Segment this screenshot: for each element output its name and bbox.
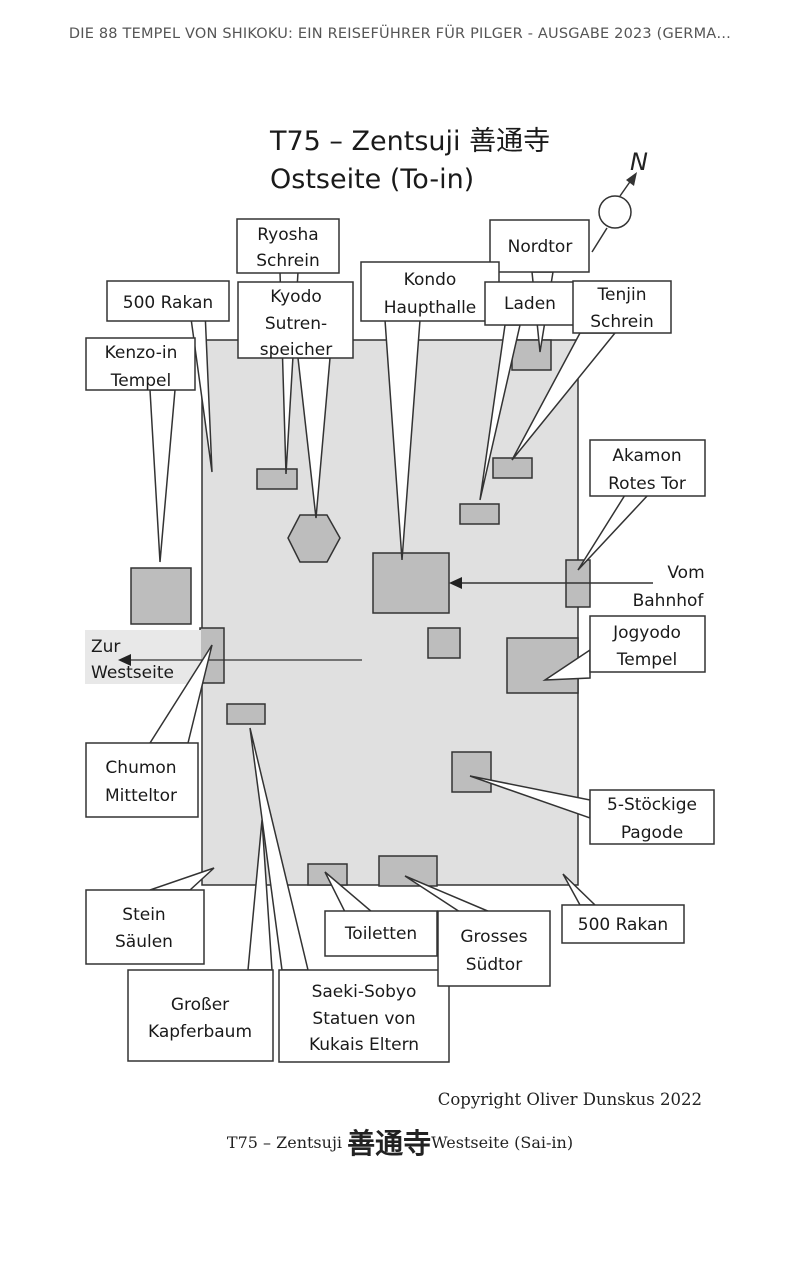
label-rakan-top: 500 Rakan [123, 293, 213, 313]
label-chumon-2: Mitteltor [105, 786, 177, 806]
label-kenzo-2: Tempel [110, 371, 172, 391]
callout-box-rakan-top [106, 280, 230, 322]
north-label: N [630, 148, 648, 176]
label-zur: Zur [91, 637, 120, 657]
label-kyodo-2: Sutren- [265, 314, 327, 334]
building-kondo [372, 552, 450, 614]
building-small-center [427, 627, 461, 659]
label-grosses-2: Südtor [466, 955, 522, 975]
callout-box-jogyodo [589, 615, 706, 673]
label-saeki-3: Kukais Eltern [309, 1035, 419, 1055]
map-title: T75 – Zentsuji 善通寺 [269, 126, 550, 157]
label-akamon-1: Akamon [612, 446, 681, 466]
callout-box-chumon [85, 742, 199, 818]
building-kenzo [130, 567, 192, 625]
label-saeki-1: Saeki-Sobyo [312, 982, 417, 1002]
label-kampfer-1: Großer [171, 995, 229, 1015]
callout-tail-rakan-bottom [562, 873, 597, 906]
label-stein-2: Säulen [115, 932, 173, 952]
label-saeki-2: Statuen von [312, 1009, 415, 1029]
caption-kanji: 善通寺 [347, 1127, 432, 1160]
next-section-caption: T75 – Zentsuji 善通寺Westseite (Sai-in) [0, 1122, 800, 1162]
label-nordtor: Nordtor [508, 237, 573, 257]
label-pagode-2: Pagode [621, 823, 683, 843]
label-akamon-2: Rotes Tor [608, 474, 686, 494]
label-ryosha-1: Ryosha [257, 225, 318, 245]
label-toiletten: Toiletten [344, 924, 417, 944]
building-pagode [451, 751, 492, 793]
label-grosses-1: Grosses [460, 927, 527, 947]
callout-tail-kenzo [149, 389, 176, 563]
map-subtitle: Ostseite (To-in) [270, 164, 474, 195]
callout-box-toiletten [324, 910, 438, 957]
callout-box-nordtor [489, 219, 590, 273]
label-jogyodo-1: Jogyodo [612, 623, 681, 643]
label-vom: Vom [667, 563, 704, 583]
book-header: DIE 88 TEMPEL VON SHIKOKU: EIN REISEFÜHR… [68, 26, 732, 42]
label-laden: Laden [504, 294, 556, 314]
label-jogyodo-2: Tempel [616, 650, 678, 670]
callout-box-kyodo [237, 281, 354, 359]
callout-box-kampfer [127, 969, 274, 1062]
temple-map: T75 – Zentsuji 善通寺 Ostseite (To-in) N [85, 126, 715, 1063]
label-rakan-bottom: 500 Rakan [578, 915, 668, 935]
caption-suffix: Westseite (Sai-in) [431, 1133, 574, 1152]
building-kyodo [287, 514, 341, 563]
label-bahnhof: Bahnhof [633, 591, 705, 611]
north-compass-icon: N [591, 148, 648, 253]
label-tenjin-1: Tenjin [597, 285, 647, 305]
callout-box-grosses [437, 910, 551, 987]
label-tenjin-2: Schrein [590, 312, 653, 332]
callout-box-kenzo [85, 337, 196, 391]
building-small-left [226, 703, 266, 725]
callout-box-tenjin [572, 280, 672, 334]
callout-tail-rakan-top [189, 310, 213, 473]
label-kondo-1: Kondo [404, 270, 457, 290]
callout-box-ryosha [236, 218, 340, 274]
label-ryosha-2: Schrein [256, 251, 319, 271]
callout-box-saeki [278, 969, 450, 1063]
building-suedtor [378, 855, 438, 887]
callout-box-akamon [589, 439, 706, 497]
building-ryosha [256, 468, 298, 490]
caption-prefix: T75 – Zentsuji [226, 1133, 348, 1152]
label-kenzo-1: Kenzo-in [105, 343, 178, 363]
callout-box-rakan-bottom [561, 904, 685, 944]
building-tenjin [492, 457, 533, 479]
label-chumon-1: Chumon [105, 758, 176, 778]
zur-westseite-bg [85, 630, 201, 684]
label-kampfer-2: Kapferbaum [148, 1022, 252, 1042]
label-pagode-1: 5-Stöckige [607, 795, 697, 815]
building-nordtor [511, 339, 552, 371]
callout-box-stein [85, 889, 205, 965]
arrow-zur-westseite [118, 654, 362, 666]
label-westseite: Westseite [91, 663, 174, 683]
copyright-notice: Copyright Oliver Dunskus 2022 [437, 1090, 702, 1109]
arrow-vom-bahnhof [449, 577, 653, 589]
label-stein-1: Stein [122, 905, 165, 925]
callout-box-pagode [589, 789, 715, 845]
label-kondo-2: Haupthalle [384, 298, 477, 318]
callout-box-kondo [360, 261, 500, 322]
building-laden [459, 503, 500, 525]
label-kyodo-3: speicher [260, 340, 332, 360]
label-kyodo-1: Kyodo [270, 287, 322, 307]
callout-tail-akamon [577, 494, 650, 571]
